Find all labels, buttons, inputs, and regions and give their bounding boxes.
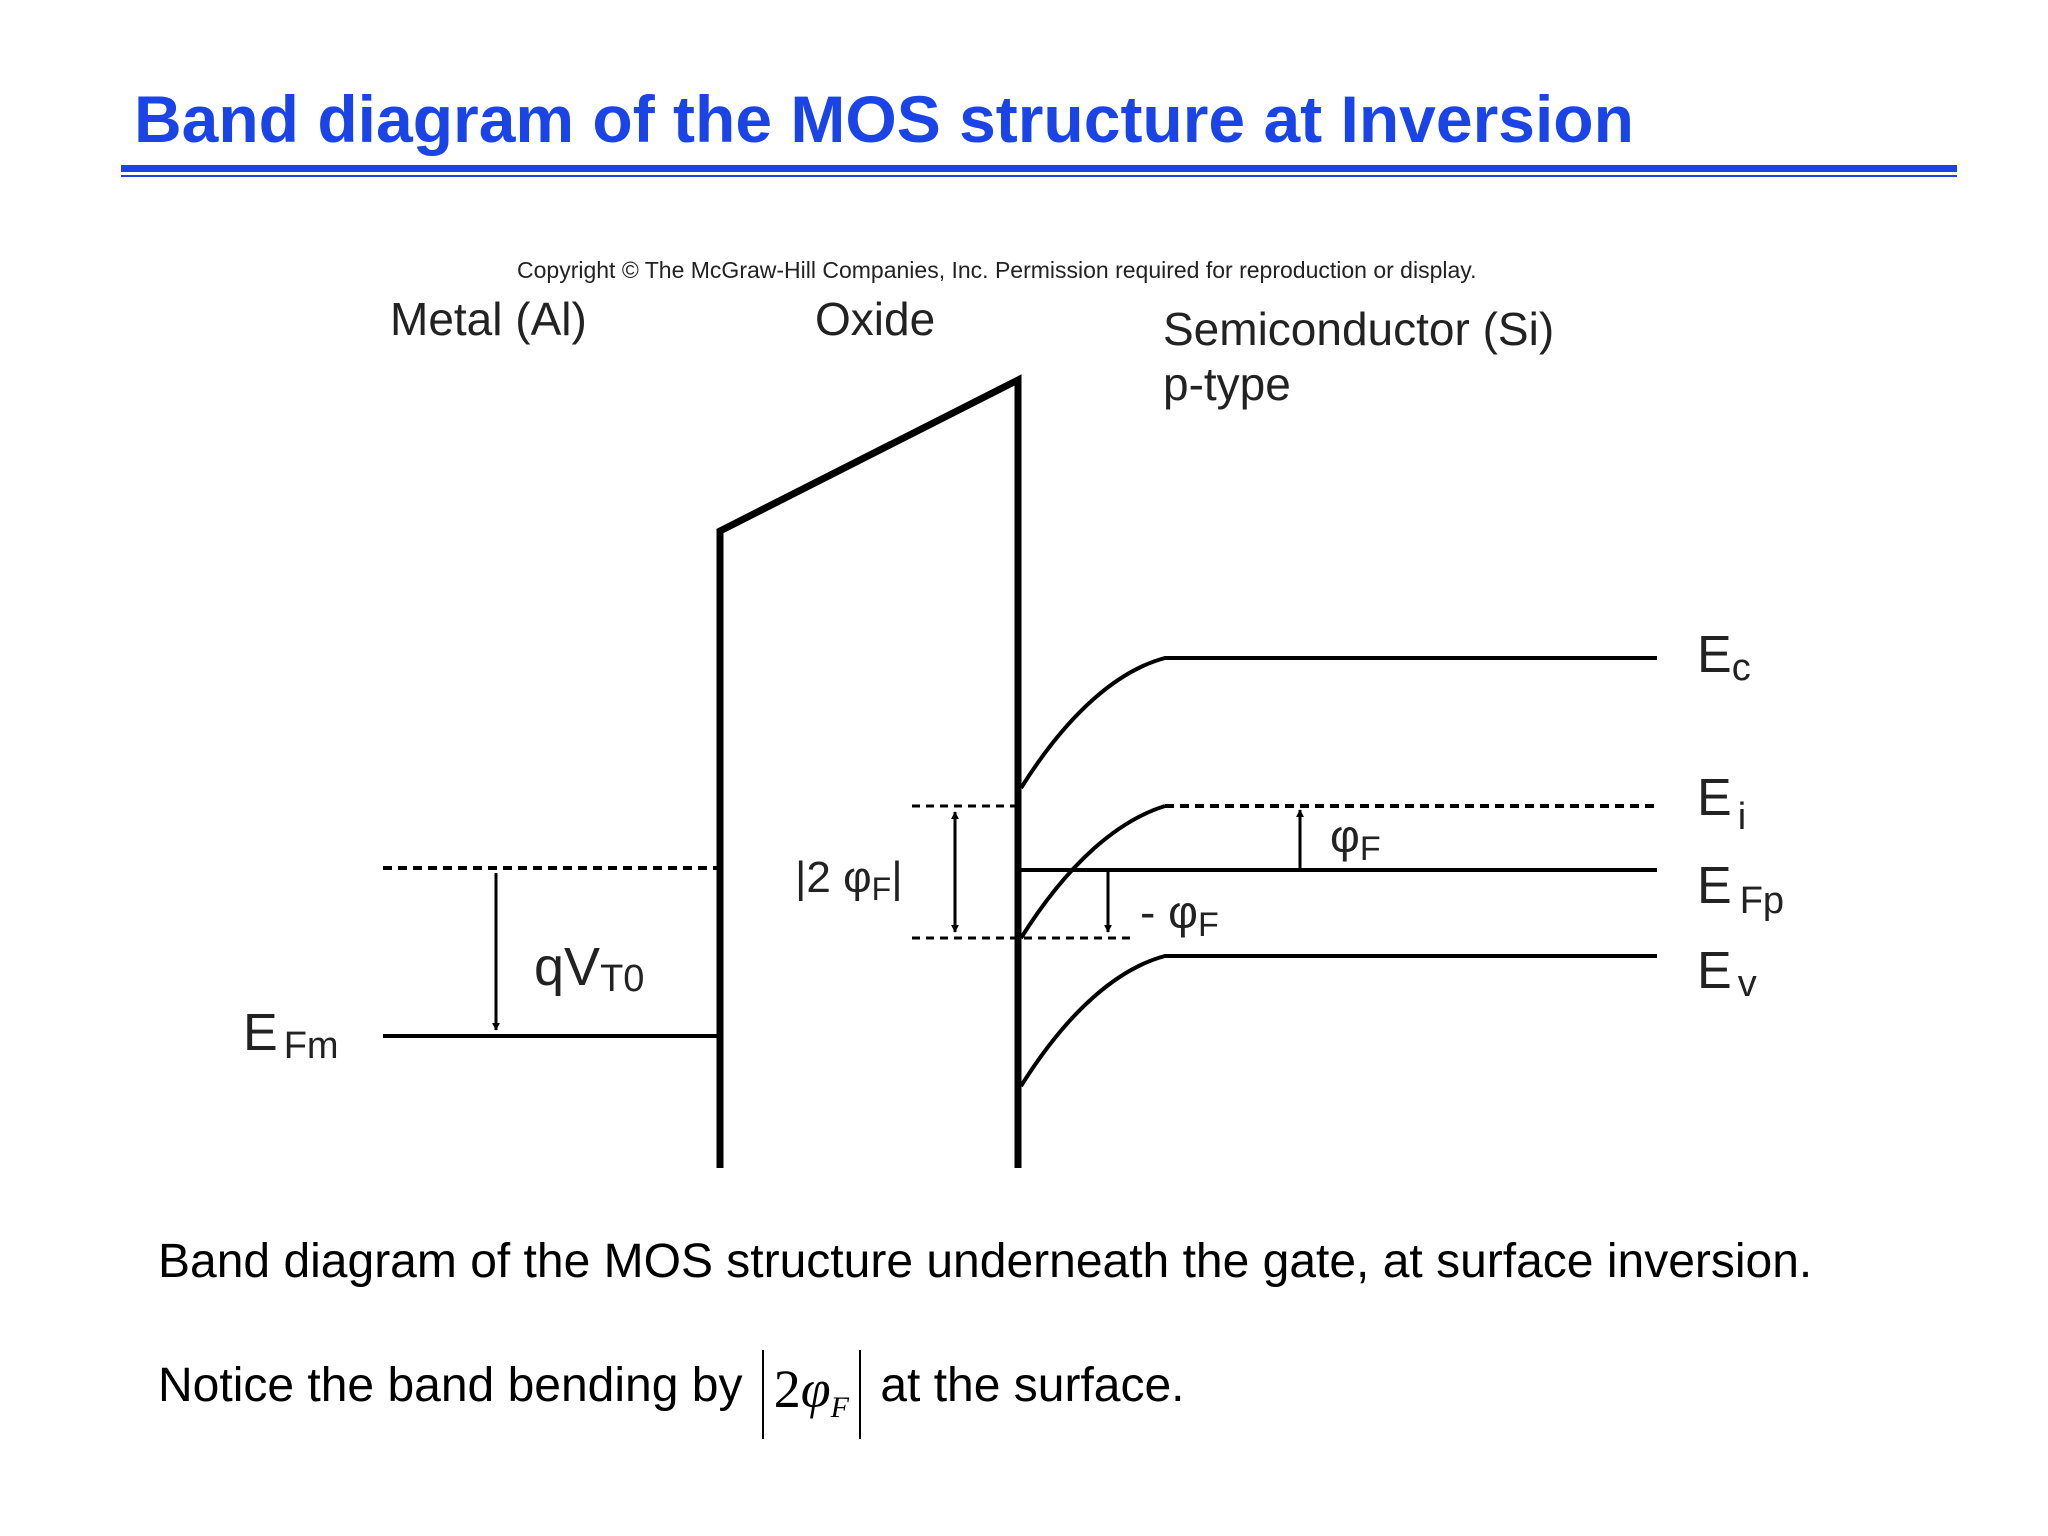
label-qvt0: qVT0 bbox=[534, 937, 644, 1000]
caption-line-2: Notice the band bending by 2φF at the su… bbox=[158, 1350, 1185, 1439]
label-oxide: Oxide bbox=[815, 293, 935, 345]
label-semiconductor: Semiconductor (Si) bbox=[1163, 303, 1554, 355]
intrinsic-level-bend bbox=[1019, 804, 1166, 940]
title-underline-thin bbox=[121, 175, 1957, 177]
label-ec: Ec bbox=[1697, 626, 1751, 689]
two-phi-f-formula: 2φF bbox=[761, 1350, 862, 1439]
label-ptype: p-type bbox=[1163, 358, 1291, 410]
caption-line-1: Band diagram of the MOS structure undern… bbox=[158, 1235, 1813, 1288]
title-underline bbox=[121, 165, 1957, 172]
conduction-band bbox=[1019, 656, 1657, 790]
oxide-band-outline bbox=[716, 374, 1022, 1168]
label-two-phi-f: |2 φF| bbox=[795, 853, 903, 907]
caption-line-2-before: Notice the band bending by bbox=[158, 1359, 743, 1412]
label-minus-phi-f: - φF bbox=[1140, 886, 1219, 944]
valence-band bbox=[1019, 954, 1657, 1088]
slide-title: Band diagram of the MOS structure at Inv… bbox=[134, 82, 1634, 156]
copyright-notice: Copyright © The McGraw-Hill Companies, I… bbox=[517, 257, 1476, 283]
caption-line-2-after: at the surface. bbox=[880, 1359, 1185, 1412]
label-metal: Metal (Al) bbox=[390, 293, 587, 345]
label-phi-f: φF bbox=[1330, 810, 1381, 868]
